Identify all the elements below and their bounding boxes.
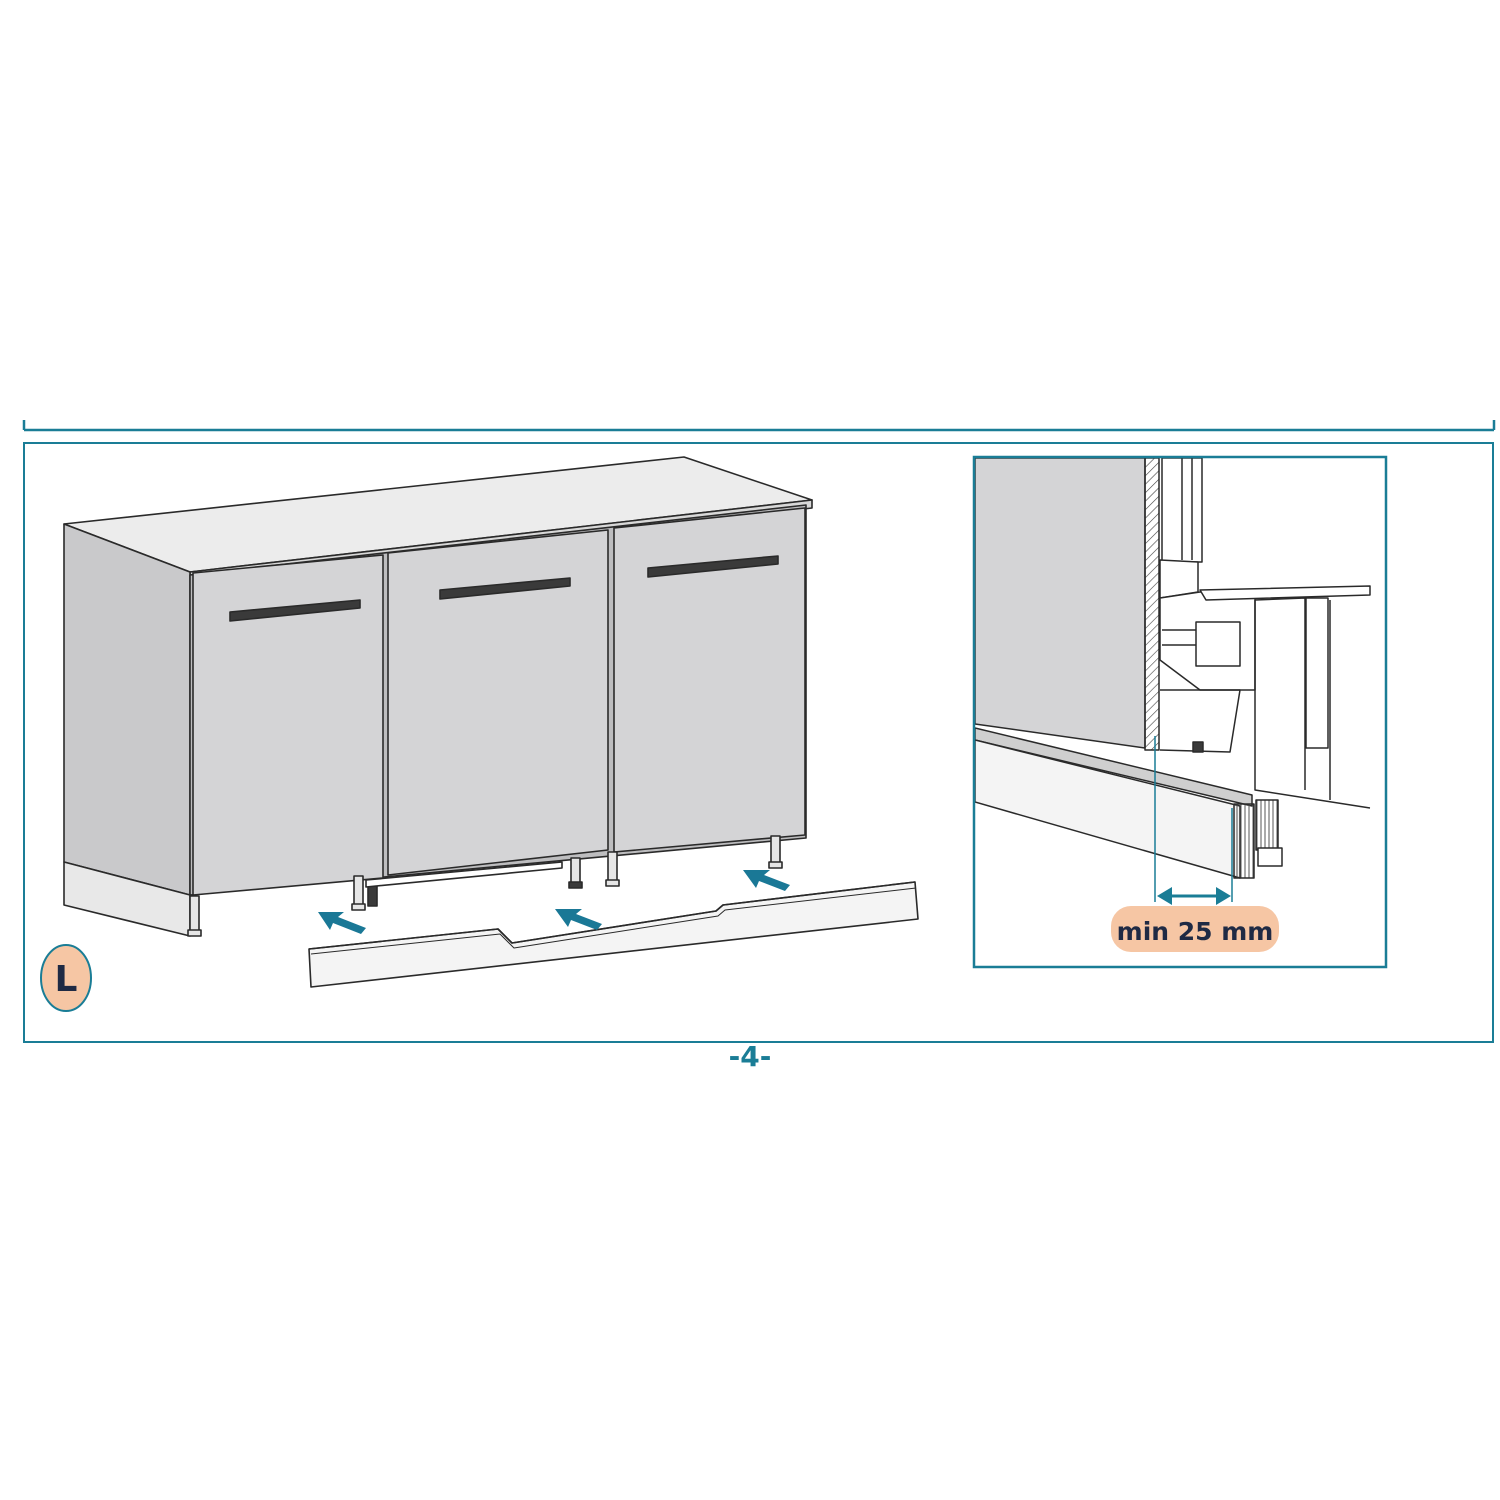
arrow-middle-icon xyxy=(555,909,602,930)
door-middle-handle-icon xyxy=(439,577,571,600)
double-headed-dimension-arrow-right-icon xyxy=(1216,887,1231,905)
adjustable-foot-icon xyxy=(1255,799,1283,867)
clearance-label-badge: min 25 mm xyxy=(1111,906,1279,952)
detail-view-frame xyxy=(972,455,1388,969)
step-letter: L xyxy=(55,959,78,1000)
kitchen-cabinet-with-plinth-icon xyxy=(63,456,919,988)
insert-direction-arrows-icon xyxy=(318,870,790,934)
door-right-handle-icon xyxy=(647,555,779,578)
step-letter-badge-icon: L xyxy=(40,944,92,1012)
clearance-label: min 25 mm xyxy=(1117,917,1274,946)
arrow-right-icon xyxy=(743,870,790,891)
cabinet-legs-icon xyxy=(187,835,783,937)
door-right xyxy=(613,507,806,853)
appliance-door-panel xyxy=(975,458,1146,749)
hinge-mechanism xyxy=(1159,458,1371,809)
door-middle xyxy=(387,529,609,876)
plinth-board-inner-edge xyxy=(310,887,917,955)
door-left-handle-icon xyxy=(229,599,361,622)
cabinet-side-panel xyxy=(63,523,191,896)
detail-plinth-end-grain xyxy=(1233,803,1255,879)
figure-frame xyxy=(23,442,1494,1043)
plinth-board-front xyxy=(308,881,919,988)
appliance-base-bar xyxy=(365,861,563,888)
arrow-left-icon xyxy=(318,912,366,934)
door-edge-hatch xyxy=(1144,458,1160,751)
plinth-board-top-edge xyxy=(308,881,916,950)
double-headed-dimension-arrow-left-icon xyxy=(1157,887,1172,905)
page-number: -4- xyxy=(728,1040,772,1073)
clearance-dimension xyxy=(1154,736,1233,905)
plinth-clearance-detail-icon xyxy=(975,458,1371,879)
